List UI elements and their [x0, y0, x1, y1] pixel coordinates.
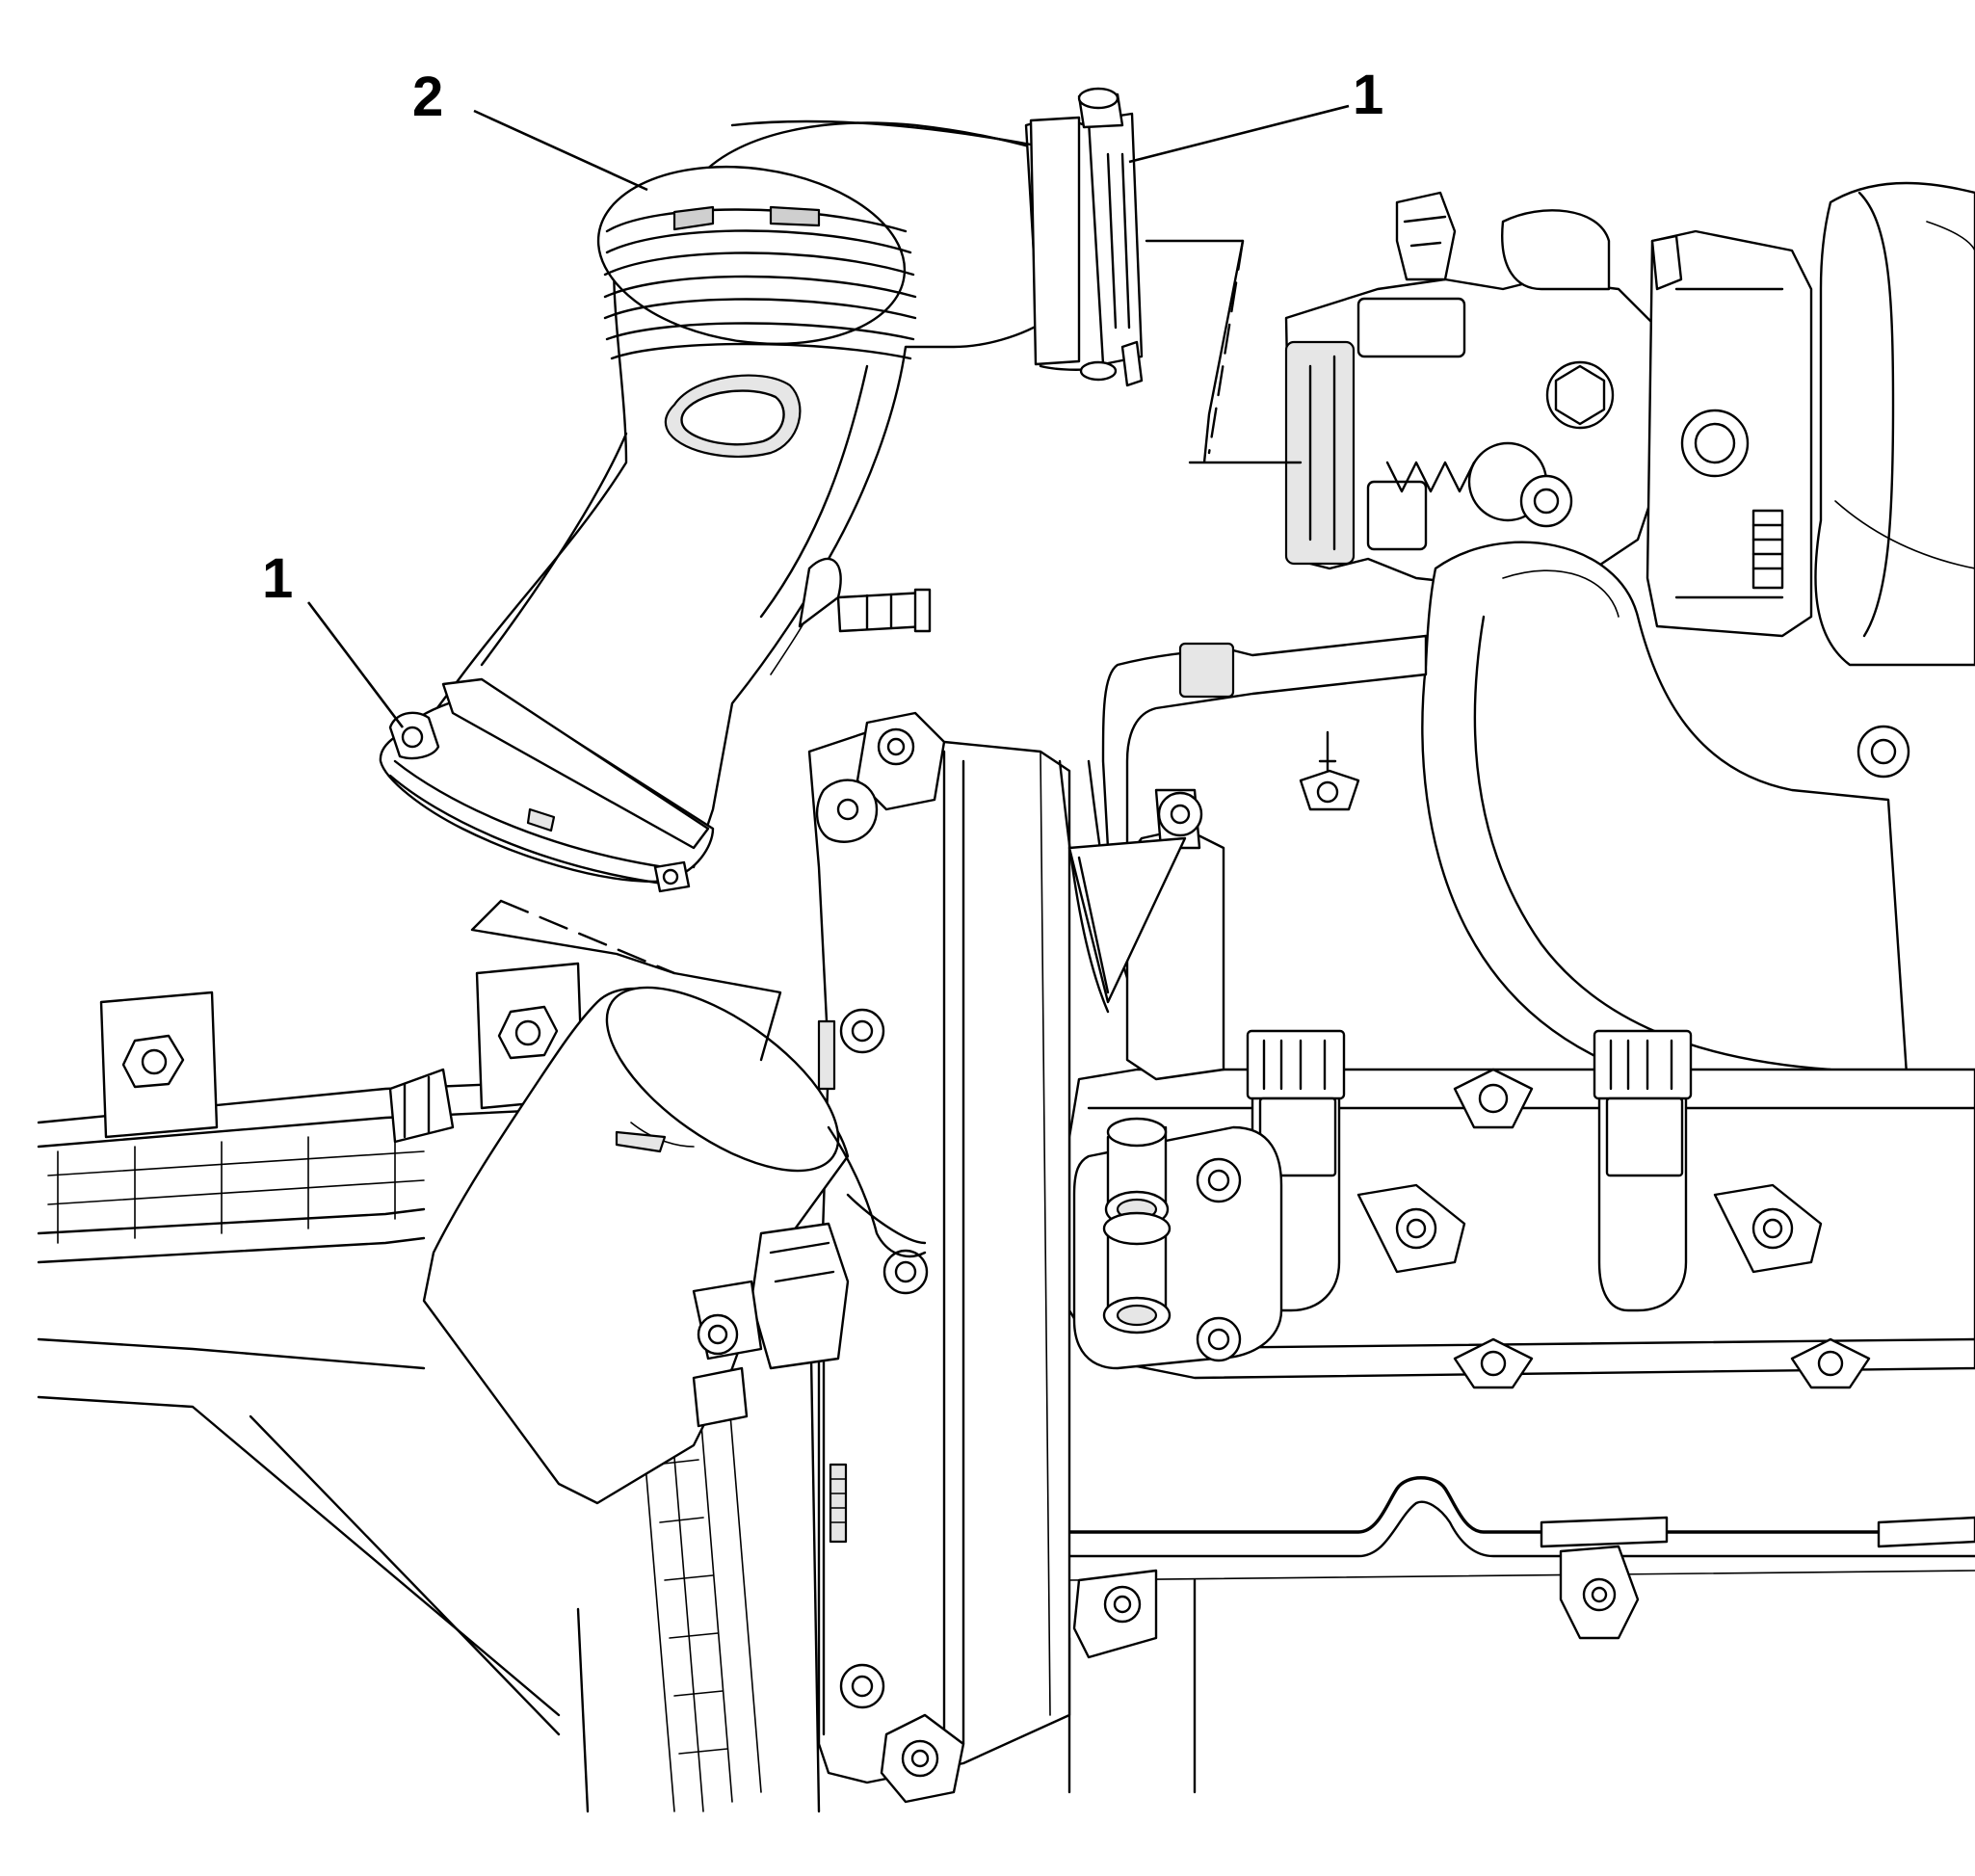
- callout-1-left-label: 1: [262, 547, 293, 610]
- ignition-coil-2: [1593, 1029, 1693, 1312]
- maf-sensor: [692, 1222, 850, 1428]
- callout-2-label: 2: [412, 66, 443, 128]
- intake-plenum: [1814, 181, 1975, 667]
- engine-assembly: [807, 181, 1975, 1804]
- callout-1-left-leader: [306, 601, 405, 728]
- radiator-support: [37, 962, 821, 1813]
- installation-guide-lines: [470, 239, 1303, 1062]
- duct-lower-clamp: [379, 677, 715, 893]
- throttle-body: [1284, 191, 1813, 638]
- fuel-rail-cover: [807, 711, 1071, 1804]
- vacuum-hoses: [1058, 634, 1428, 1081]
- oil-fill-cap: [1104, 1117, 1170, 1229]
- duct-vent-port: [798, 557, 932, 633]
- duct-upper-clamp: [1024, 87, 1144, 387]
- radiator-bracket-left: [99, 991, 219, 1139]
- air-intake-duct: [379, 87, 1144, 893]
- rail-bolts: [815, 711, 965, 1804]
- callout-1-top-leader: [1128, 104, 1350, 164]
- callout-2-leader: [473, 109, 648, 192]
- air-cleaner-outlet-tube: [422, 986, 927, 1505]
- valve-cover: [1067, 1029, 1975, 1389]
- valve-cover-lower-rail: [1067, 1476, 1975, 1794]
- callouts: 2 1 1: [262, 64, 1383, 728]
- runner-bolt: [1856, 725, 1910, 779]
- duct-bellows: [596, 165, 917, 360]
- pcv-cap: [1102, 1211, 1172, 1334]
- callout-1-top-label: 1: [1353, 64, 1383, 126]
